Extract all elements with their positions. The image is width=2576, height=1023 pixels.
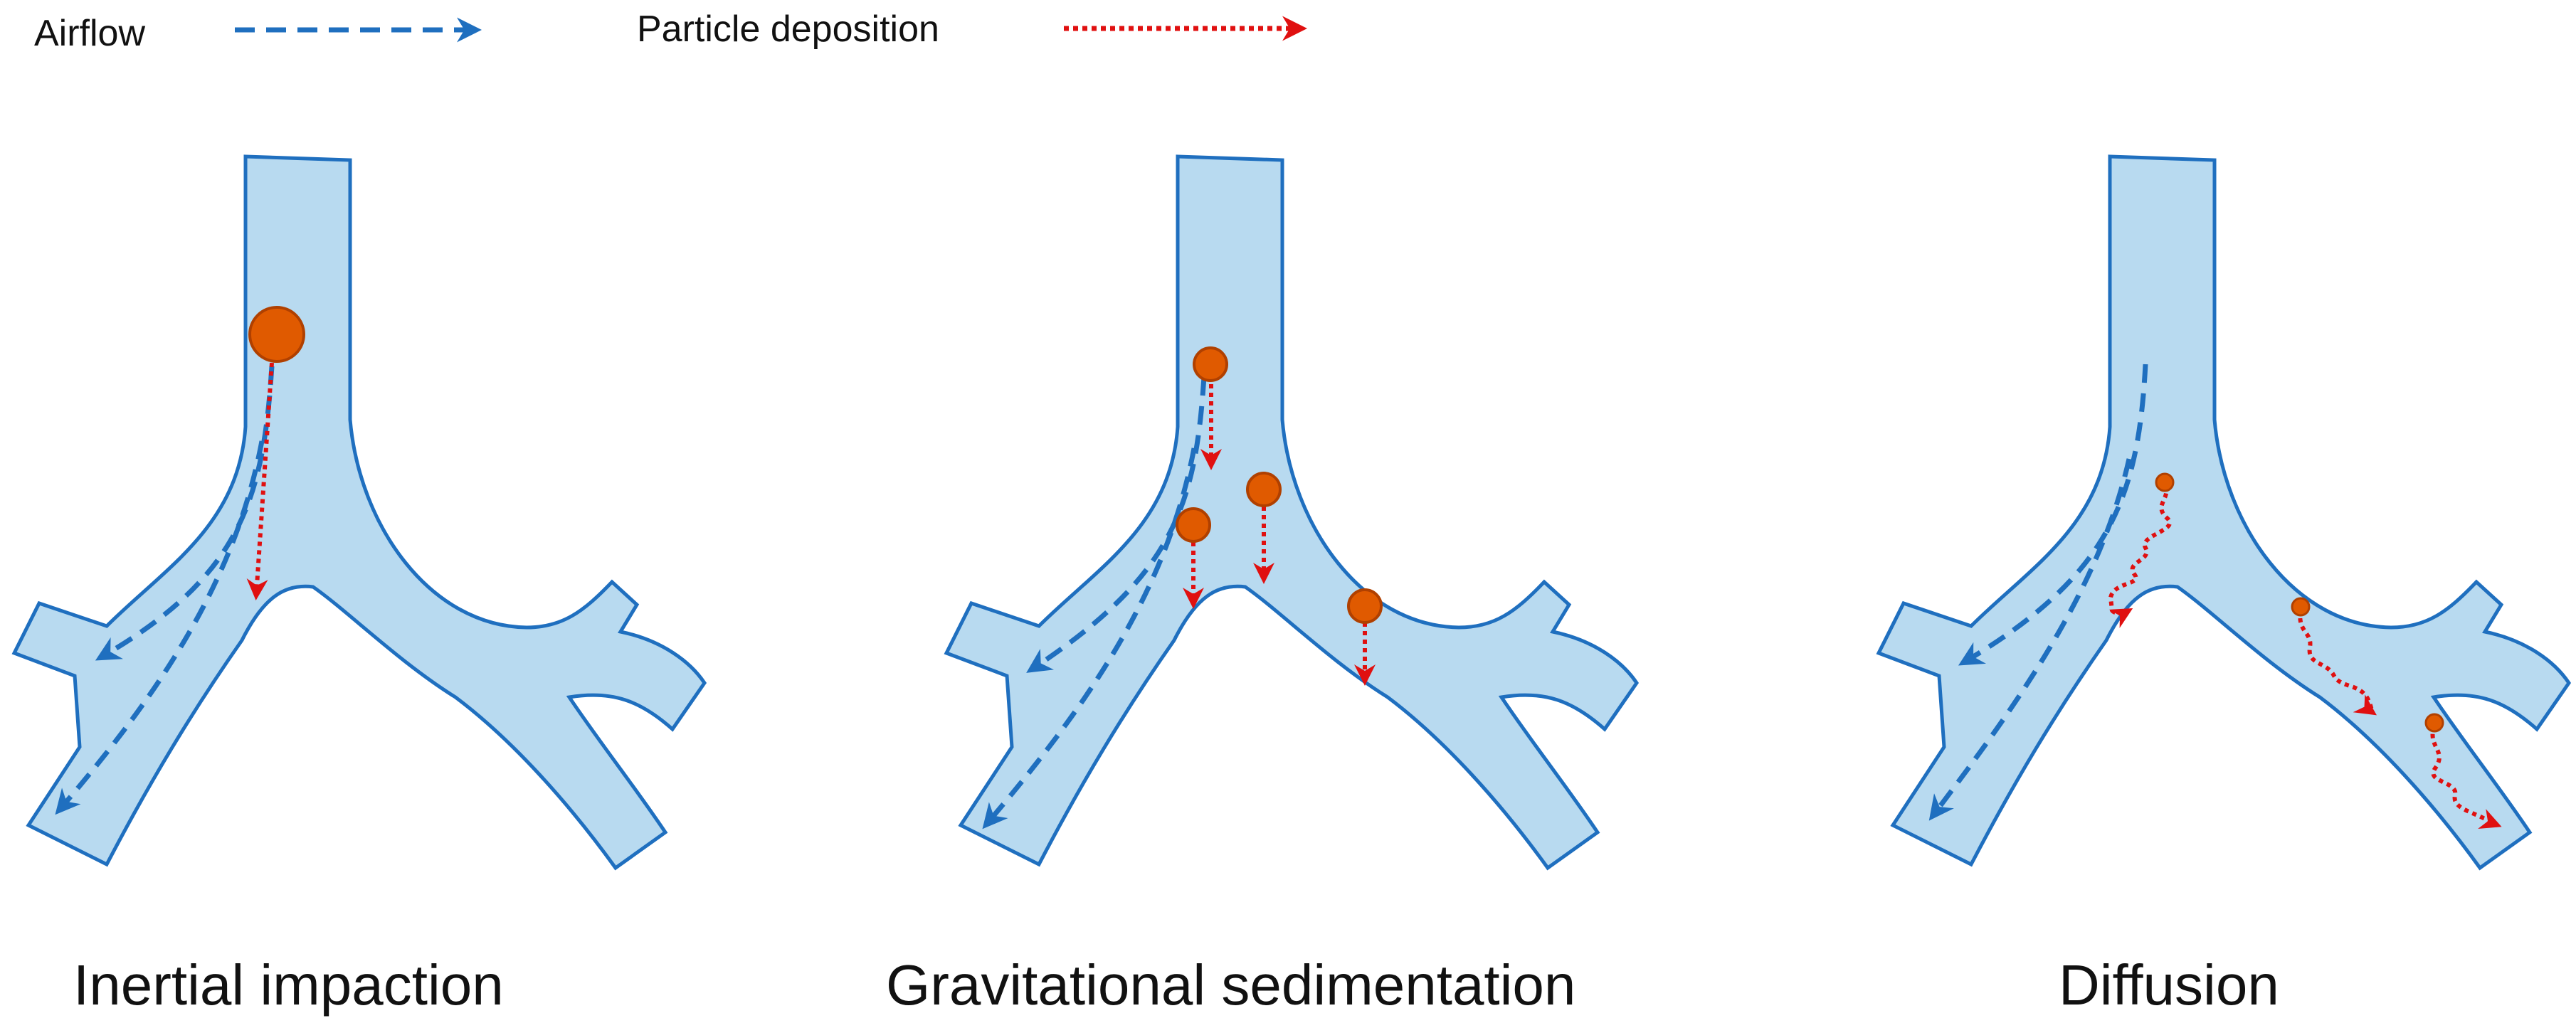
airway-branch bbox=[14, 157, 704, 868]
airflow-path bbox=[95, 366, 275, 661]
panel-title: Gravitational sedimentation bbox=[886, 953, 1575, 1017]
airway-branch bbox=[1879, 157, 2569, 868]
particle bbox=[1246, 472, 1282, 507]
deposition-path bbox=[2108, 484, 2172, 628]
deposition-path bbox=[2298, 609, 2377, 716]
deposition-path bbox=[2430, 724, 2502, 829]
particle bbox=[2424, 713, 2444, 733]
airflow-path bbox=[982, 447, 1197, 829]
legend-deposition-label: Particle deposition bbox=[637, 9, 939, 50]
airflow-path bbox=[1958, 364, 2148, 666]
airflow-path bbox=[1026, 376, 1207, 673]
particle bbox=[1193, 346, 1228, 382]
particle bbox=[248, 306, 305, 363]
panel-title: Inertial impaction bbox=[73, 953, 504, 1017]
panel-inertial-impaction: Inertial impaction bbox=[14, 157, 704, 1017]
panel-gravitational-sedimentation: Gravitational sedimentation bbox=[886, 157, 1637, 1017]
particle bbox=[2155, 472, 2175, 492]
airflow-path bbox=[55, 440, 265, 815]
legend-airflow-label: Airflow bbox=[34, 13, 145, 54]
panel-diffusion: Diffusion bbox=[1879, 157, 2569, 1017]
particle bbox=[2291, 597, 2311, 617]
airway-branch bbox=[946, 157, 1637, 868]
panel-title: Diffusion bbox=[2059, 953, 2279, 1017]
particle bbox=[1347, 588, 1383, 624]
airflow-path bbox=[1928, 458, 2132, 821]
particle bbox=[1176, 507, 1211, 543]
